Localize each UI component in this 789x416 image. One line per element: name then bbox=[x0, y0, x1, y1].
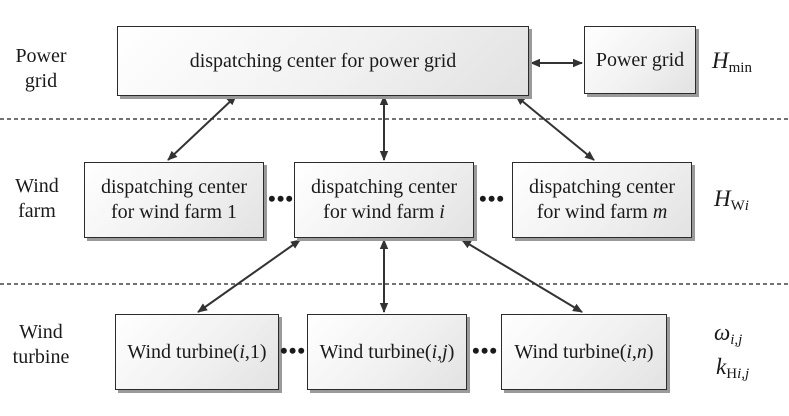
farm-1-line2: for wind farm 1 bbox=[110, 201, 238, 223]
farm-1-dispatching-box: dispatching center for wind farm 1 bbox=[84, 162, 264, 238]
symbol-omega: ωi,j bbox=[714, 320, 742, 349]
level-label-farm: Wind farm bbox=[4, 174, 70, 224]
symbol-h-wi: HWi bbox=[714, 186, 749, 215]
turbine-j-prefix: Wind turbine( bbox=[319, 340, 432, 363]
turbine-n-i: i bbox=[626, 340, 632, 363]
turbine-1-suffix: ) bbox=[259, 340, 267, 363]
turbine-j-sep: , bbox=[437, 340, 443, 363]
turbine-n-prefix: Wind turbine( bbox=[514, 340, 627, 363]
level-label-turbine: Wind turbine bbox=[6, 320, 76, 370]
farm-m-dispatching-box: dispatching center for wind farm m bbox=[512, 162, 692, 238]
turbine-1-j: 1 bbox=[249, 340, 260, 363]
turbine-ellipsis-left: ••• bbox=[280, 338, 307, 363]
turbine-j-suffix: ) bbox=[447, 340, 455, 363]
farm-i-index: i bbox=[439, 201, 445, 223]
symbol-omega-base: ω bbox=[714, 320, 731, 345]
turbine-j-box: Wind turbine(i,j) bbox=[307, 314, 467, 390]
level-label-grid: Power grid bbox=[6, 44, 76, 94]
arrow-grid-center-to-farm-m bbox=[515, 95, 595, 161]
grid-dispatching-center-label: dispatching center for power grid bbox=[189, 49, 457, 72]
farm-ellipsis-left: ••• bbox=[268, 186, 295, 211]
farm-1-line1: dispatching center bbox=[100, 176, 248, 198]
turbine-1-prefix: Wind turbine( bbox=[127, 340, 240, 363]
symbol-h-wi-base: H bbox=[714, 186, 731, 211]
farm-ellipsis-right: ••• bbox=[479, 186, 506, 211]
farm-i-dispatching-box: dispatching center for wind farm i bbox=[294, 162, 474, 238]
symbol-k-h-base: k bbox=[716, 354, 727, 379]
symbol-h-wi-sub: W bbox=[730, 198, 745, 214]
turbine-1-i: i bbox=[239, 340, 245, 363]
level-label-turbine-line2: turbine bbox=[12, 346, 70, 368]
turbine-ellipsis-right: ••• bbox=[472, 338, 499, 363]
level-label-grid-line1: Power bbox=[15, 45, 67, 67]
farm-m-index: m bbox=[652, 201, 668, 223]
symbol-h-min-sub: min bbox=[728, 60, 752, 76]
turbine-j-j: j bbox=[442, 340, 448, 363]
arrow-grid-center-to-farm-1 bbox=[167, 95, 237, 161]
turbine-n-suffix: ) bbox=[646, 340, 654, 363]
farm-i-line1: dispatching center bbox=[310, 176, 458, 198]
symbol-h-wi-sub-italic: i bbox=[744, 198, 749, 214]
turbine-1-box: Wind turbine(i,1) bbox=[115, 314, 279, 390]
power-grid-box: Power grid bbox=[584, 26, 696, 94]
farm-m-line2-prefix: for wind farm bbox=[536, 201, 653, 223]
level-label-farm-line2: farm bbox=[18, 200, 56, 222]
symbol-k-h-sub: H bbox=[726, 366, 738, 382]
arrow-farm-i-to-turbine-n bbox=[461, 239, 583, 313]
turbine-n-sep: , bbox=[631, 340, 637, 363]
level-label-grid-line2: grid bbox=[24, 70, 58, 92]
arrow-farm-i-to-turbine-1 bbox=[197, 239, 301, 313]
power-grid-label: Power grid bbox=[595, 48, 685, 71]
symbol-k-h: kHi,j bbox=[716, 354, 749, 383]
symbol-omega-sub: i,j bbox=[730, 332, 743, 348]
symbol-k-h-sub-italic: i,j bbox=[737, 366, 750, 382]
symbol-h-min-base: H bbox=[712, 48, 729, 73]
grid-dispatching-center-box: dispatching center for power grid bbox=[117, 26, 529, 96]
turbine-n-box: Wind turbine(i,n) bbox=[501, 314, 667, 390]
turbine-1-sep: , bbox=[244, 340, 250, 363]
level-label-farm-line1: Wind bbox=[15, 175, 59, 197]
level-label-turbine-line1: Wind bbox=[19, 321, 63, 343]
farm-m-line1: dispatching center bbox=[528, 176, 676, 198]
symbol-h-min: Hmin bbox=[712, 48, 752, 77]
turbine-j-i: i bbox=[431, 340, 438, 363]
farm-i-line2-prefix: for wind farm bbox=[323, 201, 440, 223]
turbine-n-j: n bbox=[636, 340, 647, 363]
